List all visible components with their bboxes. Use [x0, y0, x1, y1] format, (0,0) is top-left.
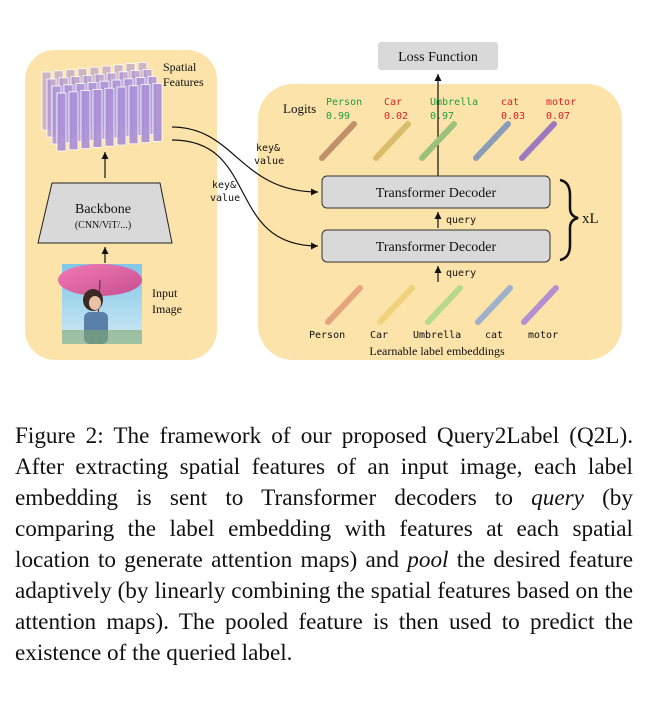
embedding-car: [377, 285, 415, 325]
logit-name-person: Person: [326, 97, 362, 108]
backbone-block: [37, 182, 173, 244]
feature-bar: [104, 87, 115, 147]
feature-bar: [152, 83, 163, 142]
loss-function-box: [378, 42, 498, 70]
embedding-name-motor: motor: [528, 330, 558, 341]
logit-vector-car: [373, 121, 411, 161]
loss-function-label: Loss Function: [398, 50, 478, 65]
logit-name-umbrella: Umbrella: [430, 97, 478, 108]
feature-bar: [80, 90, 91, 149]
logit-value-cat: 0.03: [501, 111, 525, 122]
logit-value-motor: 0.07: [546, 111, 570, 122]
embedding-name-car: Car: [370, 330, 388, 341]
query-label-bottom: query: [446, 268, 476, 279]
logit-value-person: 0.99: [326, 111, 350, 122]
logit-name-cat: cat: [501, 97, 519, 108]
embedding-names: Person Car Umbrella cat motor: [309, 330, 558, 341]
embedding-name-person: Person: [309, 330, 345, 341]
feature-bar: [92, 89, 103, 148]
embedding-person: [325, 285, 363, 325]
framework-diagram: Spatial Features Backbone (CNN/ViT/...) …: [25, 42, 622, 360]
figure-caption: Figure 2: The framework of our proposed …: [15, 421, 633, 669]
repeat-brace: [559, 178, 579, 262]
transformer-decoder-top-label: Transformer Decoder: [376, 186, 497, 201]
backbone-subtitle: (CNN/ViT/...): [75, 220, 131, 231]
caption-emphasis-pool: pool: [407, 547, 449, 573]
logit-vector-motor: [519, 121, 557, 161]
logit-value-umbrella: 0.97: [430, 111, 454, 122]
embedding-name-cat: cat: [485, 330, 503, 341]
embedding-motor: [521, 285, 559, 325]
embedding-cat: [475, 285, 513, 325]
caption-text-3: the desired feature adaptively (by linea…: [15, 547, 634, 666]
embedding-umbrella: [425, 285, 463, 325]
logit-name-car: Car: [384, 97, 402, 108]
spatial-features-block: [41, 62, 163, 152]
embeddings-caption: Learnable label embeddings: [369, 344, 505, 358]
logits-label: Logits: [283, 101, 316, 116]
feature-bar: [140, 84, 151, 143]
feature-bar: [56, 92, 67, 152]
embedding-name-umbrella: Umbrella: [413, 330, 461, 341]
query-label-top: query: [446, 215, 476, 226]
logit-vectors: [319, 121, 557, 161]
kv-arrow-bottom: [171, 139, 319, 250]
logit-entries: Person 0.99 Car 0.02 Umbrella 0.97 cat 0…: [326, 97, 576, 122]
feature-bar: [68, 91, 79, 151]
logit-vector-person: [319, 121, 357, 161]
transformer-decoder-top: [321, 175, 551, 209]
caption-prefix: Figure 2:: [15, 423, 104, 449]
caption-emphasis-query: query: [531, 485, 584, 511]
feature-bar: [116, 86, 127, 146]
logit-value-car: 0.02: [384, 111, 408, 122]
caption-text-2: (by comparing the label embedding with f…: [15, 485, 633, 573]
right-panel: [258, 84, 622, 360]
spatial-features-label: Spatial Features: [163, 60, 204, 89]
kv-arrow-top: [171, 126, 319, 196]
transformer-decoder-bottom-label: Transformer Decoder: [376, 240, 497, 255]
logit-vector-umbrella: [419, 121, 457, 161]
input-image-label: Input Image: [152, 286, 182, 316]
logit-vector-cat: [473, 121, 511, 161]
label-embeddings: [325, 285, 559, 325]
kv-label-top: key& value: [254, 143, 286, 167]
backbone-title: Backbone: [75, 202, 131, 217]
repeat-label: xL: [582, 211, 599, 227]
transformer-decoder-bottom: [321, 229, 551, 263]
input-image: [58, 264, 142, 344]
kv-label-bottom: key& value: [210, 180, 242, 204]
logit-name-motor: motor: [546, 97, 576, 108]
caption-text-1: The framework of our proposed Query2Labe…: [15, 423, 633, 511]
feature-bar: [128, 85, 139, 145]
